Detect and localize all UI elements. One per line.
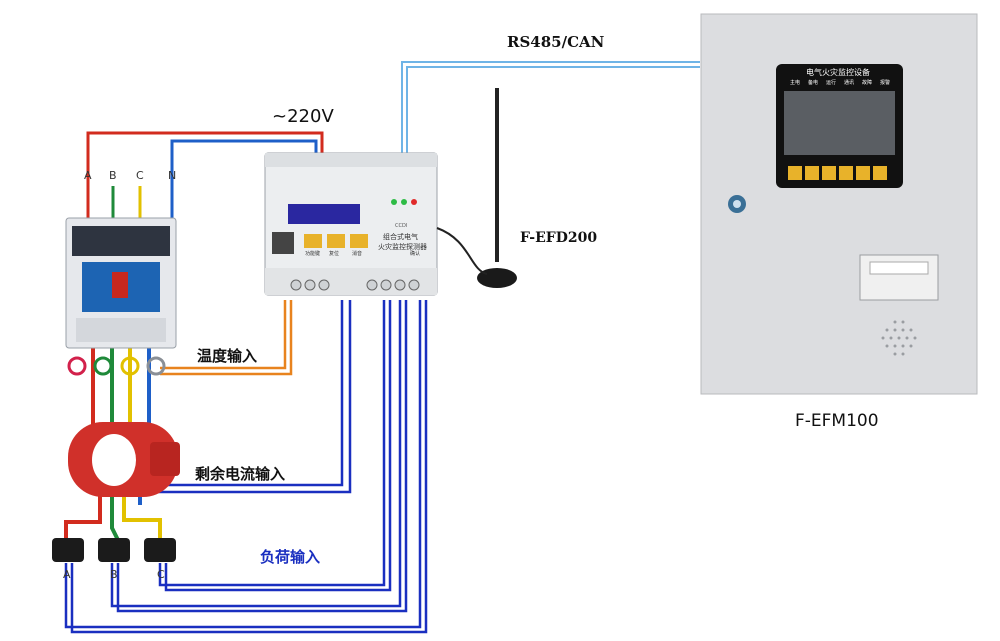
detector-brand: CCDI (395, 223, 408, 229)
detector-button-2-label: 复位 (329, 251, 340, 257)
monitor-indicator-5: 故障 (862, 80, 873, 86)
residual-current-transformer (68, 422, 180, 497)
detector-body (264, 152, 438, 296)
detector-button-4-label: 确认 (410, 251, 421, 257)
load-input-wires (64, 300, 428, 634)
supply-220v-wires (86, 131, 324, 218)
monitor-model-label: F-EFM100 (795, 411, 879, 431)
temperature-sensor-rings (67, 356, 166, 376)
load-current-transformers (52, 538, 176, 562)
phase-b-label: B (109, 169, 117, 182)
rs485-can-label: RS485/CAN (507, 33, 605, 51)
monitor-indicator-4: 通讯 (844, 80, 855, 86)
ct-b-label: B (110, 568, 118, 581)
neutral-label: N (168, 169, 177, 182)
detector-title-line2: 火灾监控探测器 (378, 243, 427, 251)
voltage-label: ~220V (272, 106, 334, 127)
monitor-indicator-2: 备电 (808, 80, 819, 86)
temperature-input-label: 温度输入 (197, 347, 258, 365)
phase-c-label: C (136, 169, 144, 182)
monitor-cabinet (700, 13, 978, 395)
monitor-indicator-3: 运行 (826, 80, 837, 86)
antenna (436, 88, 517, 288)
monitor-indicator-6: 报警 (880, 80, 891, 86)
residual-current-input-label: 剩余电流输入 (195, 465, 286, 483)
rs485-bus-wire (401, 61, 700, 157)
monitor-indicator-1: 主电 (790, 80, 801, 86)
detector-model-label: F-EFD200 (520, 230, 598, 246)
phase-a-label: A (84, 169, 92, 182)
ct-a-label: A (63, 568, 71, 581)
ct-c-label: C (157, 568, 165, 581)
temperature-wire (160, 300, 293, 376)
residual-current-wire (140, 300, 352, 494)
load-input-label: 负荷输入 (260, 548, 321, 566)
detector-button-3-label: 消音 (352, 251, 363, 257)
monitor-panel-header: 电气火灾监控设备 (806, 68, 870, 77)
circuit-breaker (65, 217, 177, 349)
detector-title-line1: 组合式电气 (383, 233, 418, 241)
detector-button-1-label: 功能键 (305, 251, 321, 257)
incoming-stubs (86, 186, 174, 222)
